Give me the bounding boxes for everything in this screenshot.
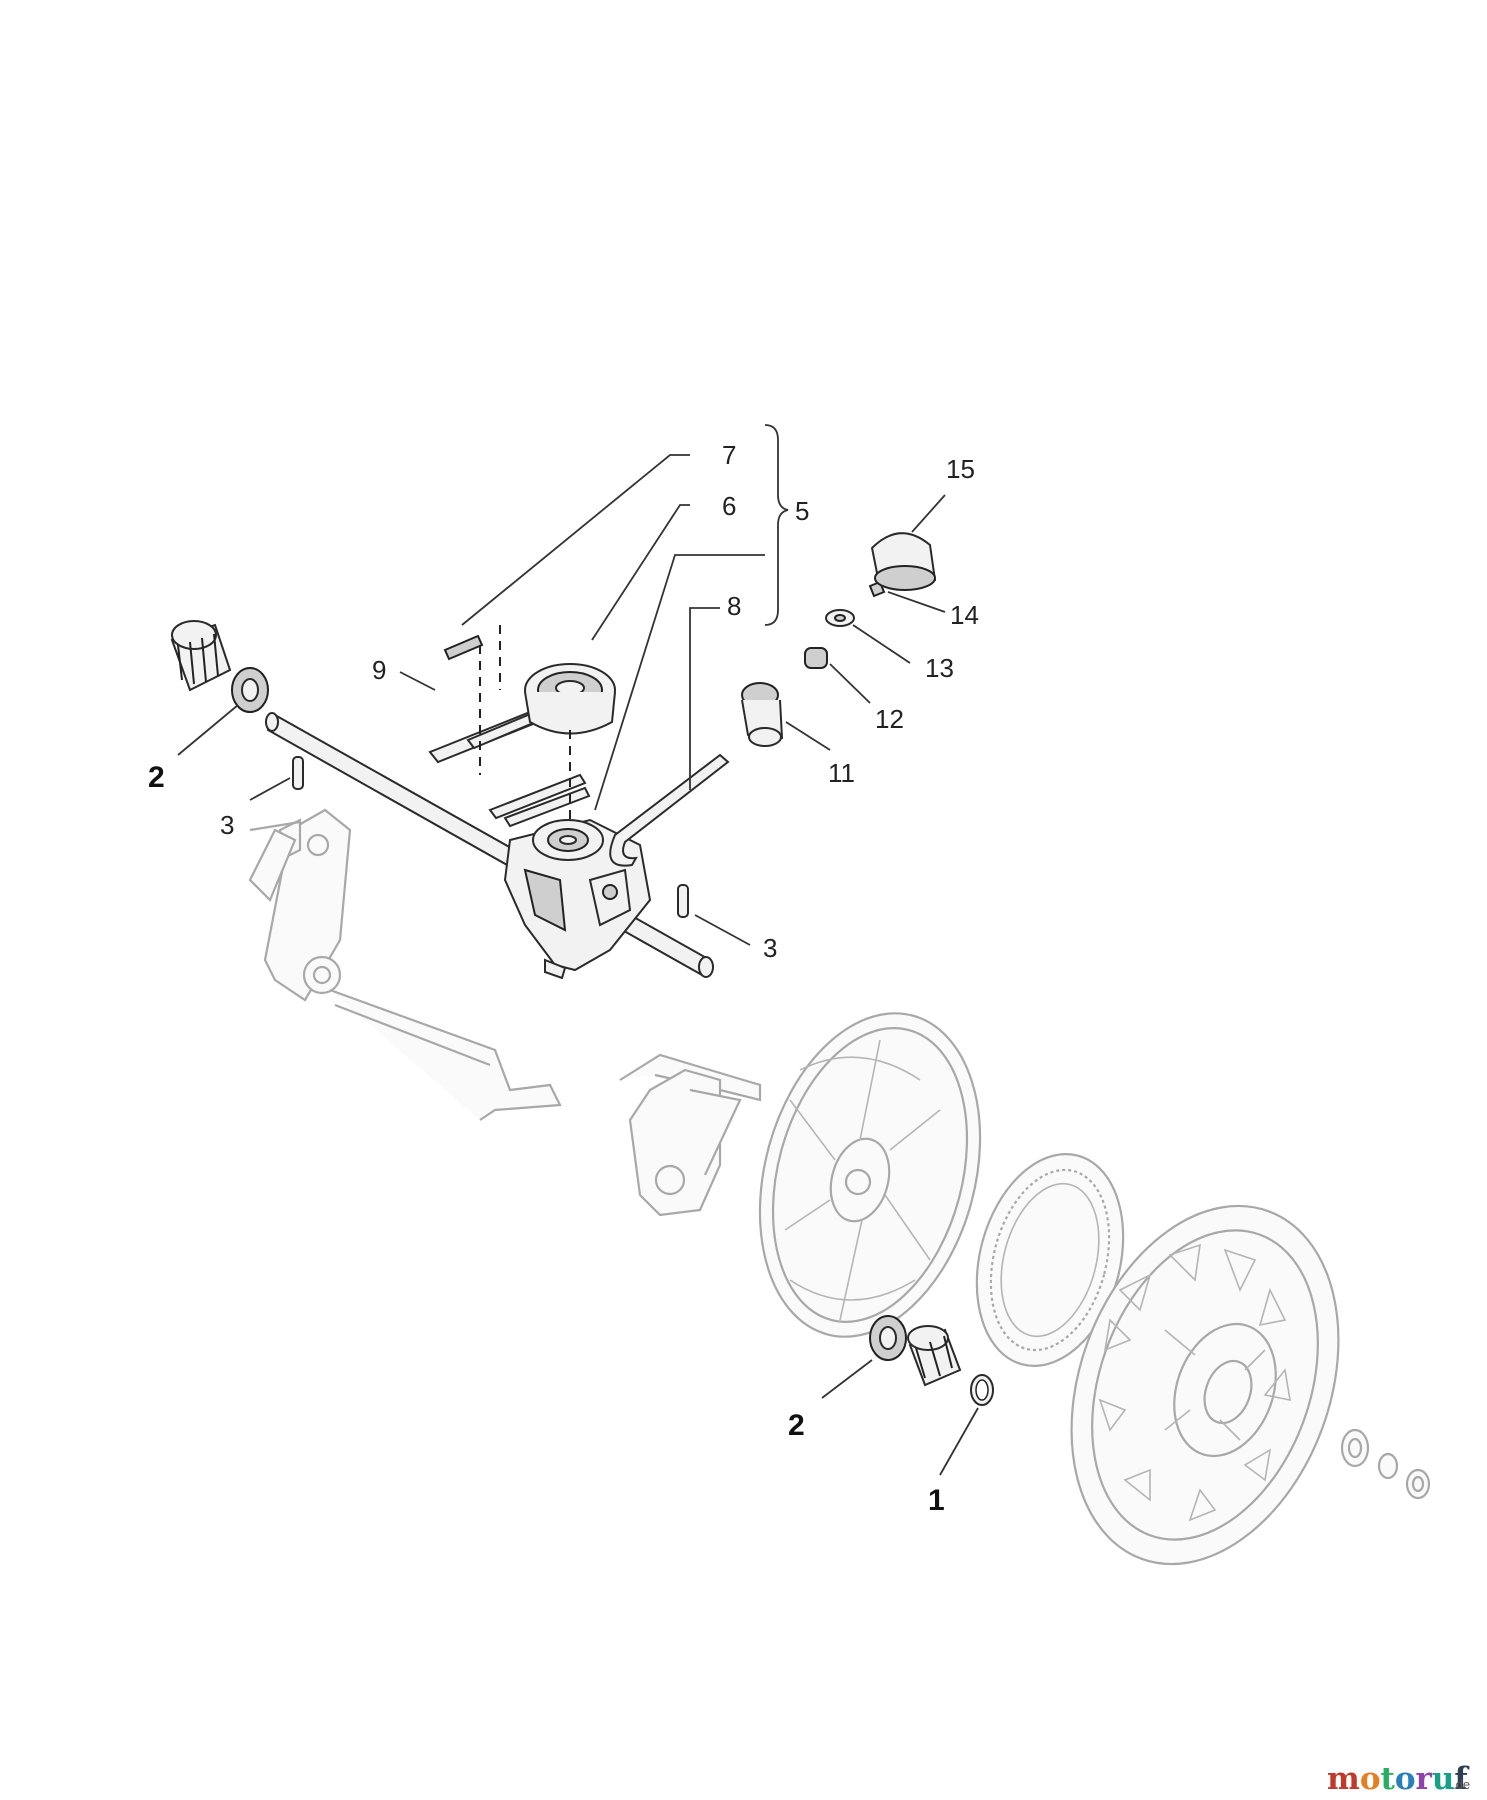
callout-3-right: 3 bbox=[763, 933, 777, 963]
cam-spring bbox=[804, 647, 828, 669]
callout-7: 7 bbox=[722, 440, 736, 470]
callout-14: 14 bbox=[950, 600, 979, 630]
motoruf-watermark: motoruf .de bbox=[1327, 1761, 1470, 1797]
callout-8: 8 bbox=[727, 591, 741, 621]
callout-1: 1 bbox=[928, 1484, 945, 1517]
callout-2-left: 2 bbox=[148, 761, 165, 794]
cam-part bbox=[741, 682, 784, 747]
pin-right bbox=[677, 884, 689, 918]
callout-5: 5 bbox=[795, 496, 809, 526]
callout-9: 9 bbox=[372, 655, 386, 685]
callout-13: 13 bbox=[925, 653, 954, 683]
drive-pulley bbox=[524, 663, 616, 735]
ring-gear-ghost bbox=[975, 1153, 1125, 1367]
watermark-suffix: .de bbox=[1452, 1777, 1470, 1792]
assembly-guide-lines bbox=[479, 625, 571, 820]
callout-11: 11 bbox=[828, 758, 855, 788]
svg-text:motoruf: motoruf bbox=[1327, 1761, 1469, 1797]
rear-wheel-tyre-ghost bbox=[1070, 1204, 1340, 1566]
callout-3-left: 3 bbox=[220, 810, 234, 840]
wheel-hub-ghost bbox=[758, 1012, 982, 1338]
bearing-left bbox=[231, 667, 269, 713]
pinion-gear-left bbox=[170, 620, 232, 692]
snap-ring bbox=[970, 1374, 994, 1406]
pin-left bbox=[292, 756, 304, 790]
bearing-lower bbox=[869, 1315, 907, 1361]
callout-labels: 7 6 5 8 9 15 14 13 12 11 2 3 3 2 1 bbox=[148, 440, 979, 1517]
callout-15: 15 bbox=[946, 454, 975, 484]
gearbox-housing bbox=[503, 818, 652, 980]
callout-12: 12 bbox=[875, 704, 904, 734]
callout-2-lower: 2 bbox=[788, 1409, 805, 1442]
control-rod bbox=[609, 753, 730, 867]
spring-pin bbox=[443, 634, 484, 661]
callout-6: 6 bbox=[722, 491, 736, 521]
adjuster-knob bbox=[870, 532, 937, 591]
height-adjust-lever-ghost bbox=[248, 808, 762, 1217]
leader-lines bbox=[177, 424, 979, 1476]
pinion-gear-lower bbox=[907, 1325, 962, 1387]
washer bbox=[825, 609, 855, 627]
hub-bearing-ghost bbox=[1340, 1428, 1431, 1500]
